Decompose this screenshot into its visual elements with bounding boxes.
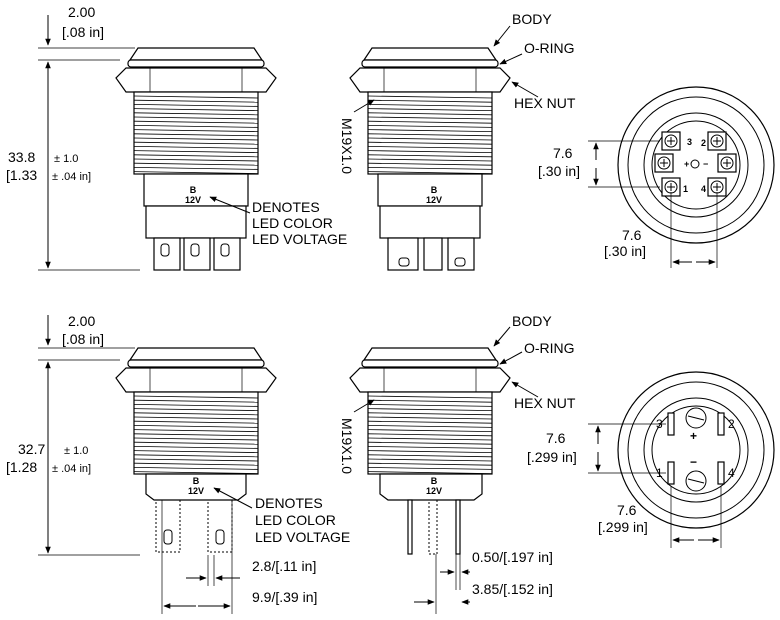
top-side-dim-height-in-tol: ± .04 in]: [52, 171, 91, 183]
top-side-note-1: DENOTES: [252, 199, 320, 215]
bottom-end-screw: [685, 470, 707, 492]
bottom-side-dim-height-in: [1.28: [6, 459, 37, 475]
top-side-housing: [143, 173, 249, 207]
bottom-side-dim-top-in: [.08 in]: [62, 331, 104, 347]
top-side-marking-voltage: 12V: [185, 195, 201, 205]
bottom-side-dim-height-in-tol: ± .04 in]: [52, 463, 91, 475]
top-end-dim-v-mm: 7.6: [553, 145, 573, 161]
top-side-hex-nut: [115, 67, 277, 93]
bottom-end-view: 3 1 + − 2 4 7.6 [.299 in] 7.6 [.299 in]: [527, 371, 775, 548]
top-side-marking-color: B: [190, 185, 197, 195]
top-side-terminal: [183, 237, 211, 271]
bottom-side-note-2: LED COLOR: [255, 512, 336, 528]
bottom-side-dim-height-tol: ± 1.0: [64, 445, 88, 457]
top-side-dim-height-mm: 33.8: [8, 149, 35, 165]
bottom-side-dim-pin-span: 9.9/[.39 in]: [252, 589, 317, 605]
thread-lines: [367, 95, 493, 174]
bottom-side-view: 2.00 [.08 in] 32.7 ± 1.0 [1.28 ± .04 in]…: [6, 313, 350, 614]
bottom-end-terminal: [667, 412, 675, 436]
bottom-side-dim-height-mm: 32.7: [18, 441, 45, 457]
top-side-note-3: LED VOLTAGE: [252, 231, 347, 247]
bottom-end-pin-label: 4: [728, 466, 735, 480]
bottom-end-terminal: [717, 412, 725, 436]
top-front-label-hexnut: HEX NUT: [514, 95, 576, 111]
top-front-view: B 12V M19X1.0 BODY O-RING HEX NUT: [339, 11, 576, 271]
bottom-end-dim-h-in: [.299 in]: [598, 519, 648, 535]
bottom-end-terminal: [667, 461, 675, 485]
top-front-thread-label: M19X1.0: [339, 118, 355, 174]
bottom-front-thread-label: M19X1.0: [339, 418, 355, 474]
top-side-terminal: [153, 237, 181, 271]
bottom-front-marking-color: B: [431, 476, 438, 486]
bottom-side-marking-color: B: [193, 476, 200, 486]
bottom-front-label-oring: O-RING: [524, 340, 575, 356]
bottom-end-terminal: [717, 461, 725, 485]
bottom-end-screw: [685, 407, 707, 429]
bottom-end-pin-label: +: [690, 429, 697, 443]
bottom-front-dim-pin-off: 3.85/[.152 in]: [472, 581, 553, 597]
bottom-front-marking-voltage: 12V: [426, 486, 442, 496]
top-end-pin-label: 4: [701, 184, 706, 194]
top-end-view: 3 + − 1 4 2 7.6 [.30 in] 7.6 [.30 in]: [538, 86, 775, 268]
top-end-dim-v-in: [.30 in]: [538, 163, 580, 179]
top-side-base: [145, 205, 247, 239]
top-side-view: 2.00 [.08 in] 33.8 ± 1.0 [1.33 ± .04 in]…: [6, 4, 347, 271]
top-side-oring: [127, 59, 265, 68]
top-front-marking-color: B: [431, 185, 438, 195]
bottom-end-dim-v-in: [.299 in]: [527, 449, 577, 465]
bottom-front-dim-pin-t: 0.50/[.197 in]: [472, 549, 553, 565]
top-side-note-2: LED COLOR: [252, 215, 333, 231]
top-end-pin-label: 2: [701, 138, 706, 148]
thread-lines: [133, 95, 259, 174]
bottom-side-note-1: DENOTES: [255, 495, 323, 511]
top-side-bezel: [128, 47, 264, 61]
bottom-side-dim-pin-w: 2.8/[.11 in]: [252, 558, 316, 574]
top-end-led: [690, 159, 700, 169]
bottom-end-pin-label: 2: [728, 417, 735, 431]
bottom-end-dim-v-mm: 7.6: [546, 430, 566, 446]
top-side-terminal: [213, 237, 241, 271]
bottom-end-dim-h-mm: 7.6: [617, 502, 637, 518]
bottom-front-view: B 12V 0.50/[.197 in] 3.85/[.152 in] M19X…: [339, 313, 576, 614]
top-end-dim-h-in: [.30 in]: [604, 243, 646, 259]
thread-lines: [367, 395, 493, 474]
bottom-side-note-3: LED VOLTAGE: [255, 529, 350, 545]
bottom-front-label-hexnut: HEX NUT: [514, 395, 576, 411]
top-front-label-oring: O-RING: [524, 40, 575, 56]
top-end-dim-h-mm: 7.6: [622, 227, 642, 243]
top-side-dim-top-mm: 2.00: [68, 4, 95, 20]
bottom-side-dim-top-mm: 2.00: [68, 313, 95, 329]
top-front-marking-voltage: 12V: [426, 195, 442, 205]
top-side-dim-height-in: [1.33: [6, 167, 37, 183]
top-end-pin-label: +: [684, 159, 689, 169]
top-end-pin-label: 1: [683, 184, 688, 194]
bottom-end-pin-label: −: [690, 455, 697, 469]
top-front-label-body: BODY: [512, 11, 552, 27]
bottom-side-marking-voltage: 12V: [188, 486, 204, 496]
top-side-dim-height-tol: ± 1.0: [54, 153, 78, 165]
top-side-dim-top-in: [.08 in]: [62, 24, 104, 40]
thread-lines: [133, 395, 259, 474]
top-end-pin-label: 3: [687, 137, 692, 147]
top-end-pin-label: −: [703, 159, 708, 169]
bottom-front-label-body: BODY: [512, 313, 552, 329]
